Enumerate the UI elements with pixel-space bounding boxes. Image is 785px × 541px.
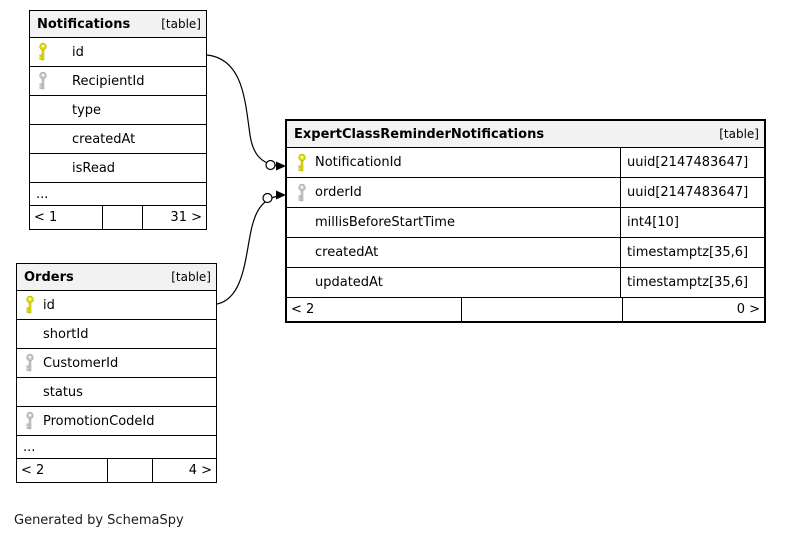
primary-key-icon [297,153,307,172]
ellipsis-label: ... [23,439,36,455]
column-name: PromotionCodeId [43,413,155,429]
column-name: NotificationId [315,155,402,170]
column-row-createdAt: createdAt [30,125,206,154]
foreign-key-icon [25,411,35,431]
footer-parents-count: < 2 [21,463,45,478]
column-row-PromotionCodeId: PromotionCodeId [17,407,216,436]
ellipsis-row: ... [30,183,206,206]
column-name: CustomerId [43,355,119,371]
table-header: Orders [table] [17,264,216,291]
table-expert-class-reminder-notifications[interactable]: ExpertClassReminderNotifications [table]… [285,119,766,323]
column-name: createdAt [315,245,379,260]
column-row-id: id [17,291,216,320]
column-row-RecipientId: RecipientId [30,67,206,96]
table-type-badge: [table] [161,17,201,31]
column-row-isRead: isRead [30,154,206,183]
ellipsis-row: ... [17,436,216,459]
column-row-millisBeforeStartTime: millisBeforeStartTime int4[10] [287,208,764,238]
column-name: millisBeforeStartTime [315,215,455,230]
column-row-type: type [30,96,206,125]
table-footer: < 1 31 > [30,206,206,229]
column-name: orderId [315,185,362,200]
foreign-key-icon [38,71,48,91]
primary-key-icon [38,42,48,62]
table-footer: < 2 4 > [17,459,216,482]
column-name: RecipientId [72,73,145,89]
primary-key-icon [25,295,35,315]
column-name: shortId [43,326,89,342]
table-name: Notifications [37,16,131,32]
table-header: Notifications [table] [30,11,206,38]
table-name: ExpertClassReminderNotifications [294,126,545,142]
edge-orders-id-to-orderid [216,190,286,305]
footer-children-count: 31 > [170,210,202,225]
column-row-id: id [30,38,206,67]
column-row-shortId: shortId [17,320,216,349]
column-row-status: status [17,378,216,407]
column-type: timestamptz[35,6] [620,268,764,297]
foreign-key-icon [25,353,35,373]
column-name: createdAt [72,131,136,147]
footer-parents-count: < 1 [34,210,58,225]
footer-spacer [107,459,153,482]
footer-children-count: 4 > [188,463,212,478]
column-name: id [43,297,55,313]
column-name: updatedAt [315,275,383,290]
column-type: uuid[2147483647] [620,148,764,177]
ellipsis-label: ... [36,186,49,202]
column-type: uuid[2147483647] [620,178,764,207]
footer-parents-count: < 2 [291,302,315,317]
column-name: type [72,102,102,118]
column-row-orderId: orderId uuid[2147483647] [287,178,764,208]
footer-children-count: 0 > [736,302,760,317]
column-row-CustomerId: CustomerId [17,349,216,378]
column-rows: NotificationId uuid[2147483647] orderId uui… [287,148,764,298]
edge-notifications-id-to-notificationid [206,54,286,171]
footer-spacer [461,298,623,321]
column-row-NotificationId: NotificationId uuid[2147483647] [287,148,764,178]
table-footer: < 2 0 > [287,298,764,321]
table-name: Orders [24,269,74,285]
generated-by-caption: Generated by SchemaSpy [14,513,184,528]
column-name: isRead [72,160,116,176]
footer-spacer [102,206,143,229]
column-row-createdAt: createdAt timestamptz[35,6] [287,238,764,268]
foreign-key-icon [297,183,307,202]
column-row-updatedAt: updatedAt timestamptz[35,6] [287,268,764,298]
table-type-badge: [table] [719,127,759,141]
column-type: timestamptz[35,6] [620,238,764,267]
column-name: id [72,44,84,60]
column-type: int4[10] [620,208,764,237]
column-name: status [43,384,83,400]
table-header: ExpertClassReminderNotifications [table] [287,121,764,148]
table-type-badge: [table] [171,270,211,284]
